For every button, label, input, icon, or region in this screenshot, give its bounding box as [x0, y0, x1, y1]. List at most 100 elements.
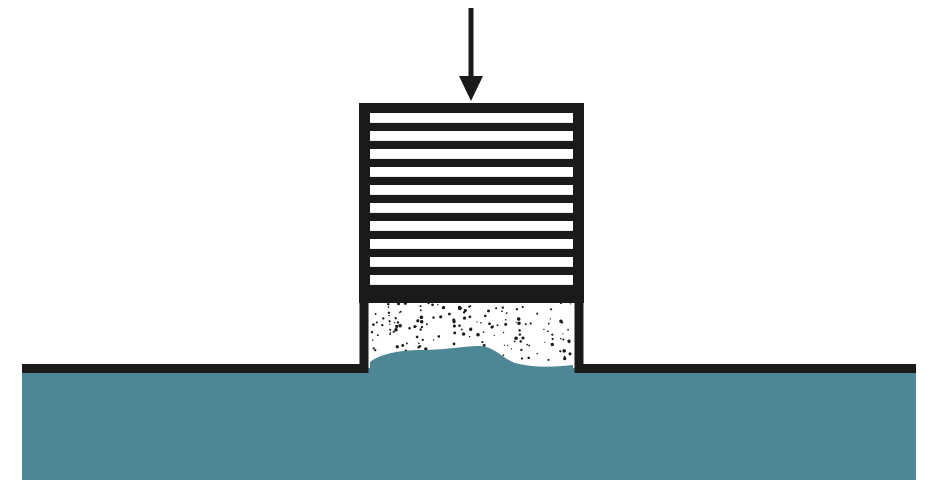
sand-grain — [437, 304, 439, 306]
sand-grain — [452, 342, 456, 346]
sand-grain — [559, 319, 563, 323]
sand-grain — [388, 314, 390, 317]
sand-grain — [374, 313, 377, 315]
sand-grain — [501, 306, 504, 309]
sand-grain — [528, 344, 531, 347]
sand-grain — [394, 327, 398, 332]
sand-grain — [562, 349, 566, 353]
sand-grain — [468, 315, 472, 319]
sand-grain — [389, 332, 392, 334]
sand-grain — [551, 337, 554, 341]
sand-grain — [562, 338, 565, 341]
sand-grain — [399, 310, 402, 313]
sand-grain — [439, 315, 443, 319]
sand-grain — [418, 344, 422, 348]
sand-grain — [424, 347, 428, 351]
sand-grain — [389, 328, 392, 331]
sand-grain — [496, 324, 499, 327]
sand-grain — [372, 347, 375, 350]
sand-grain — [563, 356, 567, 361]
sand-grain — [484, 314, 487, 318]
sand-grain — [405, 342, 408, 345]
sand-grain — [518, 329, 521, 332]
sand-grain — [463, 308, 467, 313]
sand-grain — [529, 322, 532, 325]
stack-layer — [370, 221, 573, 231]
sand-grain — [437, 335, 441, 338]
sand-grain — [395, 345, 399, 349]
sand-grain — [388, 320, 391, 323]
container-outline — [22, 104, 916, 373]
sand-grain — [518, 333, 522, 336]
stack-layer — [370, 275, 573, 285]
sand-grain — [387, 311, 391, 314]
sand-grain — [468, 305, 471, 308]
stack-layer — [370, 185, 573, 195]
sand-grain — [425, 323, 428, 326]
sand-grain — [568, 341, 570, 344]
sand-grain — [419, 305, 422, 308]
sand-grain — [488, 322, 491, 326]
sand-grain — [567, 328, 569, 331]
sand-grain — [468, 335, 471, 338]
sand-grain — [520, 357, 524, 360]
stack-layer — [370, 167, 573, 177]
sand-grain — [469, 328, 473, 331]
sand-grain — [370, 331, 374, 334]
sand-grain — [421, 338, 424, 342]
sand-grain — [519, 340, 522, 343]
sand-grain — [536, 352, 539, 355]
sand-grain — [387, 303, 390, 306]
sand-grain — [524, 323, 527, 326]
sand-grain — [448, 312, 451, 316]
sand-grain — [492, 325, 495, 327]
sand-grain — [452, 320, 456, 324]
sand-grain — [416, 320, 419, 323]
sand-grain — [420, 325, 424, 329]
sand-grain — [419, 315, 424, 320]
sand-grain — [516, 317, 521, 321]
sand-grain — [461, 332, 466, 336]
sand-grain — [568, 352, 572, 356]
sand-grain — [418, 342, 420, 345]
sand-grain — [462, 316, 467, 320]
sand-grain — [392, 330, 395, 333]
sand-grain — [476, 332, 480, 337]
sand-grain — [398, 312, 400, 314]
sand-grain — [543, 328, 545, 331]
sand-grain — [493, 334, 495, 337]
sand-grain — [397, 302, 401, 306]
sand-grain — [514, 336, 518, 341]
sand-grain — [544, 341, 546, 343]
sand-grain — [506, 344, 509, 347]
sand-grain — [480, 322, 482, 324]
sand-grain — [395, 324, 399, 328]
sand-grain — [481, 341, 484, 344]
sand-grain — [457, 305, 462, 310]
sand-grain — [562, 333, 564, 335]
sand-grain — [536, 312, 539, 315]
sand-grain — [482, 343, 486, 347]
sand-grain — [567, 339, 571, 343]
sand-grain — [431, 303, 434, 307]
sand-grains — [370, 301, 572, 364]
sand-grain — [505, 312, 508, 314]
sand-grain — [393, 321, 396, 324]
sand-grain — [521, 336, 525, 340]
sand-grain — [510, 348, 513, 350]
sand-grain — [432, 339, 435, 341]
sand-grain — [520, 348, 523, 352]
sand-grain — [372, 323, 375, 326]
down-arrow-icon — [459, 8, 483, 101]
sand-grain — [560, 337, 562, 340]
sand-grain — [549, 318, 552, 320]
sand-grain — [527, 356, 530, 360]
sand-grain — [452, 324, 456, 328]
water-body — [22, 368, 916, 480]
sand-grain — [413, 325, 417, 329]
sand-grain — [551, 333, 554, 336]
sand-grain — [419, 328, 422, 331]
sand-grain — [515, 321, 517, 323]
sand-grain — [415, 325, 418, 328]
